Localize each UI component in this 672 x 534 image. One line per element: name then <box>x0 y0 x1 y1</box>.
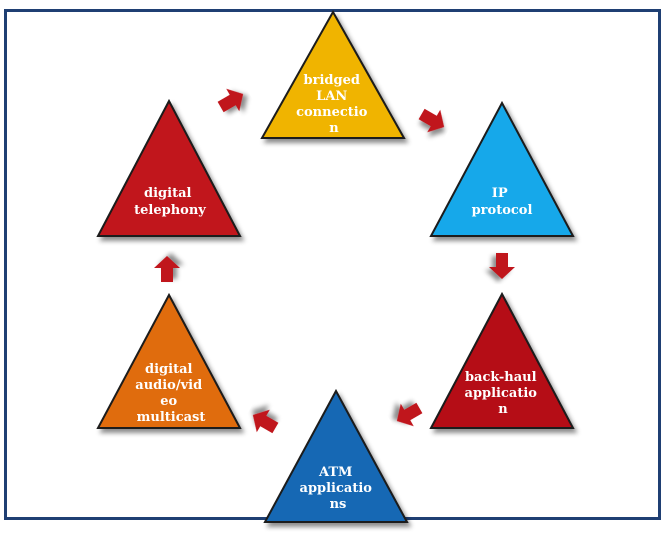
digital-telephony-label: digital telephony <box>134 186 206 218</box>
digital-telephony-triangle <box>96 98 242 237</box>
back-haul-label: back-haul applicatio n <box>465 370 542 417</box>
ip-protocol-label: IP protocol <box>472 186 533 218</box>
bridged-lan-triangle <box>260 9 406 139</box>
atm-triangle <box>263 388 409 523</box>
arrow-ip-to-backhaul <box>489 253 515 279</box>
arrow-telephony-to-lan <box>217 88 244 113</box>
arrow-av-to-telephony <box>154 256 180 282</box>
digital-av-triangle <box>96 292 242 429</box>
digital-av-label: digital audio/vid eo multicast <box>135 362 206 425</box>
ip-protocol-triangle <box>429 100 575 237</box>
arrow-lan-to-ip <box>418 108 445 133</box>
arrow-atm-to-av <box>252 409 279 434</box>
atm-label: ATM applicatio ns <box>300 465 377 512</box>
cycle-arrows <box>154 88 515 434</box>
back-haul-triangle <box>429 291 575 429</box>
bridged-lan-label: bridged LAN connectio n <box>296 73 372 136</box>
arrow-backhaul-to-atm <box>396 402 423 427</box>
